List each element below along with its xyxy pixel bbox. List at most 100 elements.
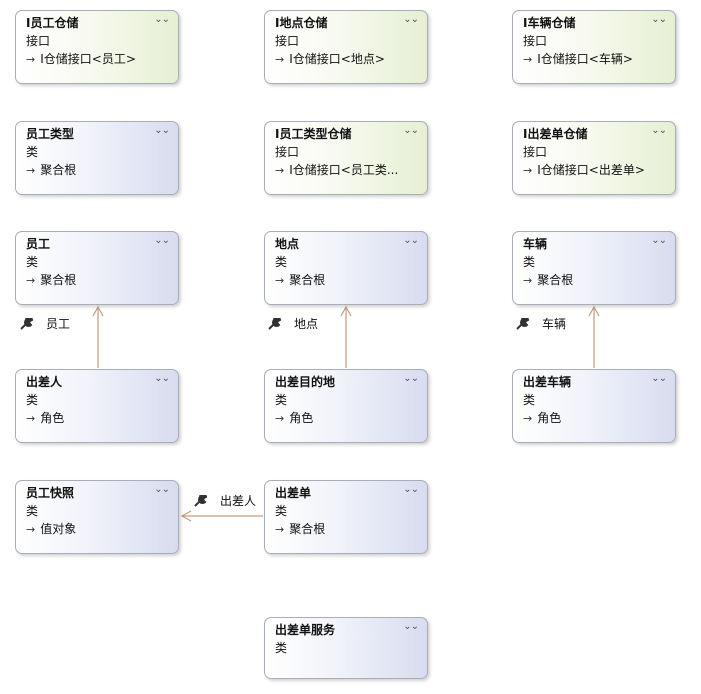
association-label-employee[interactable]: 员工 (20, 315, 70, 332)
wrench-icon (20, 317, 34, 330)
box-title: 出差车辆 (523, 375, 572, 389)
box-title: 员工类型 (26, 127, 75, 141)
box-title: 出差目的地 (275, 375, 336, 389)
box-kind: 接口 (26, 34, 51, 48)
class-box-employee-snapshot[interactable]: 员工快照 类 → 值对象 ⌄⌄ (15, 480, 179, 554)
box-base-type: → 聚合根 (26, 161, 168, 180)
collapse-chevron-icon[interactable]: ⌄⌄ (154, 14, 170, 25)
box-title: 车辆 (523, 237, 548, 251)
wrench-icon (268, 317, 282, 330)
box-base-label: 聚合根 (40, 163, 77, 177)
collapse-chevron-icon[interactable]: ⌄⌄ (651, 235, 667, 246)
inheritance-arrow-icon: → (275, 274, 285, 287)
box-base-type: →角色 (523, 409, 665, 428)
box-title: 员工快照 (26, 486, 75, 500)
box-kind: 类 (26, 504, 39, 518)
box-kind: 接口 (523, 34, 548, 48)
association-label-traveler[interactable]: 出差人 (194, 492, 256, 509)
box-kind: 类 (275, 255, 288, 269)
association-label-text: 车辆 (542, 317, 567, 331)
inheritance-arrow-icon: → (523, 412, 533, 425)
box-title: I出差单仓储 (523, 127, 588, 141)
collapse-chevron-icon[interactable]: ⌄⌄ (403, 14, 419, 25)
box-base-type: → I仓储接口<地点> (275, 50, 417, 69)
inheritance-arrow-icon: → (26, 164, 36, 177)
association-label-vehicle[interactable]: 车辆 (516, 315, 566, 332)
collapse-chevron-icon[interactable]: ⌄⌄ (154, 373, 170, 384)
class-box-trip-vehicle[interactable]: 出差车辆 类 →角色 ⌄⌄ (512, 369, 676, 443)
class-box-destination[interactable]: 出差目的地 类 →角色 ⌄⌄ (264, 369, 428, 443)
box-base-label: 聚合根 (537, 273, 574, 287)
box-kind: 类 (275, 641, 288, 655)
box-kind: 接口 (275, 145, 300, 159)
collapse-chevron-icon[interactable]: ⌄⌄ (154, 235, 170, 246)
box-base-label: 聚合根 (289, 273, 326, 287)
class-box-i-employee-type-repository[interactable]: I员工类型仓储 接口 →I仓储接口<员工类... ⌄⌄ (264, 121, 428, 195)
class-box-location[interactable]: 地点 类 → 聚合根 ⌄⌄ (264, 231, 428, 305)
box-kind: 类 (523, 255, 536, 269)
inheritance-arrow-icon: → (523, 274, 533, 287)
class-box-trip-order[interactable]: 出差单 类 →聚合根 ⌄⌄ (264, 480, 428, 554)
class-box-i-trip-order-repository[interactable]: I出差单仓储 接口 →I仓储接口<出差单> ⌄⌄ (512, 121, 676, 195)
arrowhead-vehicle (588, 305, 600, 317)
box-base-type: →聚合根 (26, 271, 168, 290)
box-title: 出差单服务 (275, 623, 336, 637)
association-label-text: 地点 (294, 317, 319, 331)
box-base-label: I仓储接口<员工> (40, 52, 136, 66)
inheritance-arrow-icon: → (275, 412, 285, 425)
wrench-icon (194, 494, 208, 507)
collapse-chevron-icon[interactable]: ⌄⌄ (154, 484, 170, 495)
arrowhead-employee (92, 305, 104, 317)
inheritance-arrow-icon: → (523, 164, 533, 177)
box-base-type: → 值对象 (26, 520, 168, 539)
box-base-label: 值对象 (40, 522, 77, 536)
collapse-chevron-icon[interactable]: ⌄⌄ (651, 14, 667, 25)
collapse-chevron-icon[interactable]: ⌄⌄ (651, 125, 667, 136)
box-base-label: I仓储接口<地点> (289, 52, 385, 66)
class-box-i-location-repository[interactable]: I地点仓储 接口 → I仓储接口<地点> ⌄⌄ (264, 10, 428, 84)
box-base-label: 角色 (289, 411, 314, 425)
collapse-chevron-icon[interactable]: ⌄⌄ (651, 373, 667, 384)
collapse-chevron-icon[interactable]: ⌄⌄ (403, 373, 419, 384)
class-box-i-vehicle-repository[interactable]: I车辆仓储 接口 → I仓储接口<车辆> ⌄⌄ (512, 10, 676, 84)
box-base-type: →角色 (26, 409, 168, 428)
association-label-location[interactable]: 地点 (268, 315, 318, 332)
box-title: I员工类型仓储 (275, 127, 352, 141)
collapse-chevron-icon[interactable]: ⌄⌄ (403, 125, 419, 136)
box-kind: 类 (26, 393, 39, 407)
collapse-chevron-icon[interactable]: ⌄⌄ (403, 235, 419, 246)
inheritance-arrow-icon: → (26, 523, 36, 536)
box-base-label: 聚合根 (40, 273, 77, 287)
collapse-chevron-icon[interactable]: ⌄⌄ (403, 484, 419, 495)
class-box-traveler[interactable]: 出差人 类 →角色 ⌄⌄ (15, 369, 179, 443)
box-kind: 接口 (275, 34, 300, 48)
association-label-text: 员工 (46, 317, 71, 331)
inheritance-arrow-icon: → (26, 412, 36, 425)
inheritance-arrow-icon: → (275, 53, 285, 66)
box-base-type: → I仓储接口<车辆> (523, 50, 665, 69)
class-box-i-employee-repository[interactable]: I员工仓储 接口 →I仓储接口<员工> ⌄⌄ (15, 10, 179, 84)
class-box-employee-type[interactable]: 员工类型 类 → 聚合根 ⌄⌄ (15, 121, 179, 195)
box-kind: 接口 (523, 145, 548, 159)
class-box-employee[interactable]: 员工 类 →聚合根 ⌄⌄ (15, 231, 179, 305)
inheritance-arrow-icon: → (523, 53, 533, 66)
class-box-vehicle[interactable]: 车辆 类 → 聚合根 ⌄⌄ (512, 231, 676, 305)
box-base-type: → 角色 (275, 409, 417, 428)
collapse-chevron-icon[interactable]: ⌄⌄ (403, 621, 419, 632)
inheritance-arrow-icon: → (275, 164, 285, 177)
collapse-chevron-icon[interactable]: ⌄⌄ (154, 125, 170, 136)
box-kind: 类 (523, 393, 536, 407)
box-title: 出差人 (26, 375, 63, 389)
box-title: I车辆仓储 (523, 16, 576, 30)
box-title: I地点仓储 (275, 16, 328, 30)
box-base-type: → 聚合根 (523, 271, 665, 290)
wrench-icon (516, 317, 530, 330)
box-kind: 类 (26, 145, 39, 159)
box-base-type: →I仓储接口<员工> (26, 50, 168, 69)
class-box-trip-order-service[interactable]: 出差单服务 类 ⌄⌄ (264, 617, 428, 679)
box-base-label: I仓储接口<车辆> (537, 52, 633, 66)
box-title: 员工 (26, 237, 51, 251)
box-base-type: → 聚合根 (275, 271, 417, 290)
box-title: 地点 (275, 237, 300, 251)
